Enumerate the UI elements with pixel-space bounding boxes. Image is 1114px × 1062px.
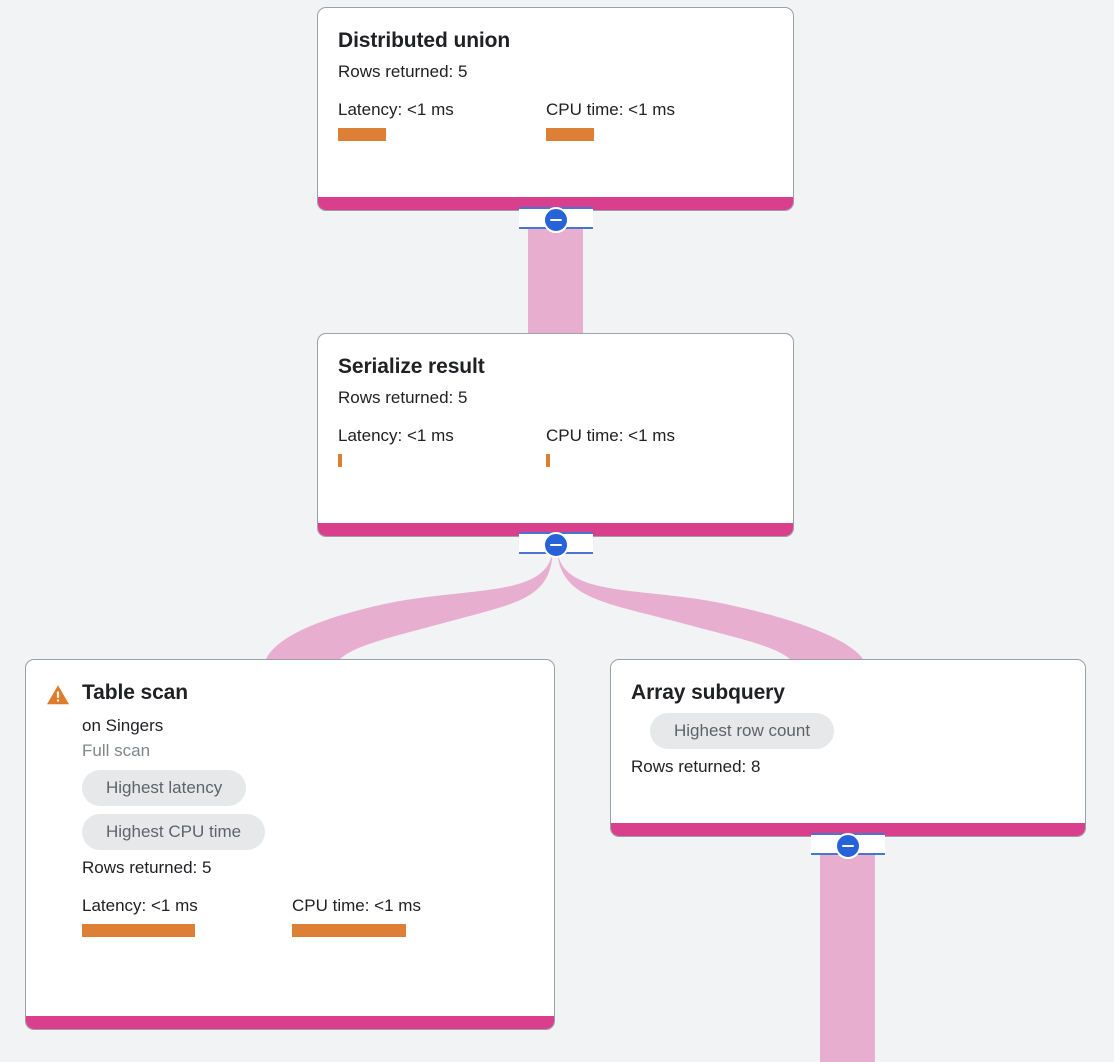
minus-icon[interactable]: [543, 207, 569, 233]
metric-latency-label: Latency: <1 ms: [338, 426, 454, 445]
metric-latency-bar: [338, 128, 386, 141]
rows-returned: Rows returned: 8: [631, 757, 761, 776]
metric-cpu-time-label: CPU time: <1 ms: [546, 100, 675, 119]
metric-latency-bar: [338, 454, 342, 467]
metric-cpu-time-bar: [292, 924, 406, 937]
node-title-row: Table scan: [46, 680, 534, 707]
badge-highest-cpu-time[interactable]: Highest CPU time: [82, 814, 266, 850]
metrics-row: Latency: <1 ms CPU time: <1 ms: [338, 100, 773, 141]
rows-returned: Rows returned: 5: [82, 858, 212, 877]
metric-latency: Latency: <1 ms: [338, 426, 546, 467]
scan-type: Full scan: [82, 741, 151, 760]
metrics-row: Latency: <1 ms CPU time: <1 ms: [82, 896, 534, 937]
node-title-row: Distributed union: [338, 28, 773, 54]
node-accent-bar: [318, 197, 793, 210]
badge-list: Highest row count: [631, 713, 1065, 749]
node-title-row: Array subquery: [631, 680, 1065, 706]
node-body: Table scan on Singers Full scan Highest …: [26, 660, 554, 1016]
toggle-serialize-result[interactable]: [519, 532, 593, 558]
metric-cpu-time-bar: [546, 454, 550, 467]
rows-returned: Rows returned: 5: [338, 388, 468, 407]
node-array-subquery[interactable]: Array subquery Highest row count Rows re…: [610, 659, 1086, 837]
node-title: Array subquery: [631, 681, 785, 704]
badge-highest-row-count[interactable]: Highest row count: [650, 713, 835, 749]
rows-returned: Rows returned: 5: [338, 62, 468, 81]
metric-cpu-time-label: CPU time: <1 ms: [292, 896, 421, 915]
metric-cpu-time-label: CPU time: <1 ms: [546, 426, 675, 445]
metric-latency-label: Latency: <1 ms: [338, 100, 454, 119]
metric-latency-bar: [82, 924, 195, 937]
metric-cpu-time: CPU time: <1 ms: [546, 100, 675, 141]
metric-latency: Latency: <1 ms: [338, 100, 546, 141]
node-body: Array subquery Highest row count Rows re…: [611, 660, 1085, 823]
node-table-scan[interactable]: Table scan on Singers Full scan Highest …: [25, 659, 555, 1030]
node-title: Table scan: [82, 681, 188, 704]
node-body: Serialize result Rows returned: 5 Latenc…: [318, 334, 793, 523]
scan-target: on Singers: [82, 716, 164, 735]
badge-list: Highest latency Highest CPU time: [82, 770, 534, 850]
edge-serialize-to-arraysubquery: [557, 545, 866, 665]
toggle-distributed-union[interactable]: [519, 207, 593, 233]
minus-icon[interactable]: [543, 532, 569, 558]
node-details: on Singers Full scan Highest latency Hig…: [46, 707, 534, 937]
node-title: Distributed union: [338, 29, 511, 52]
node-serialize-result[interactable]: Serialize result Rows returned: 5 Latenc…: [317, 333, 794, 537]
toggle-array-subquery[interactable]: [811, 833, 885, 859]
metric-latency: Latency: <1 ms: [82, 896, 292, 937]
node-body: Distributed union Rows returned: 5 Laten…: [318, 8, 793, 197]
node-accent-bar: [26, 1016, 554, 1029]
node-title: Serialize result: [338, 355, 485, 378]
minus-icon[interactable]: [835, 833, 861, 859]
edge-serialize-to-tablescan: [264, 545, 553, 665]
metric-cpu-time-bar: [546, 128, 594, 141]
badge-highest-latency[interactable]: Highest latency: [82, 770, 247, 806]
metric-cpu-time: CPU time: <1 ms: [546, 426, 675, 467]
metric-latency-label: Latency: <1 ms: [82, 896, 198, 915]
node-accent-bar: [611, 823, 1085, 836]
warning-triangle-icon: [47, 685, 69, 705]
node-distributed-union[interactable]: Distributed union Rows returned: 5 Laten…: [317, 7, 794, 211]
node-accent-bar: [318, 523, 793, 536]
edge-arraysubquery-down: [820, 845, 875, 1062]
metrics-row: Latency: <1 ms CPU time: <1 ms: [338, 426, 773, 467]
node-title-row: Serialize result: [338, 354, 773, 380]
metric-cpu-time: CPU time: <1 ms: [292, 896, 421, 937]
